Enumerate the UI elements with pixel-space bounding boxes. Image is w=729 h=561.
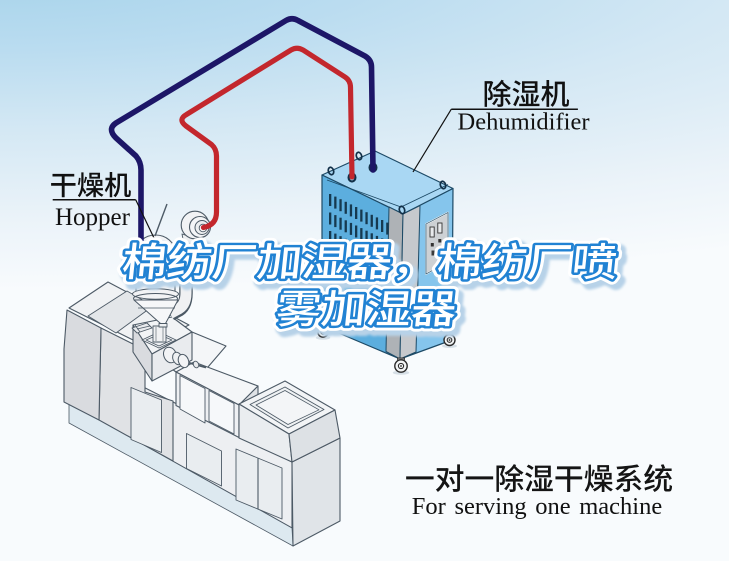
svg-text:Hopper: Hopper (55, 204, 131, 231)
svg-text:For serving one machine: For serving one machine (412, 493, 663, 520)
svg-text:Dehumidifier: Dehumidifier (458, 109, 590, 136)
